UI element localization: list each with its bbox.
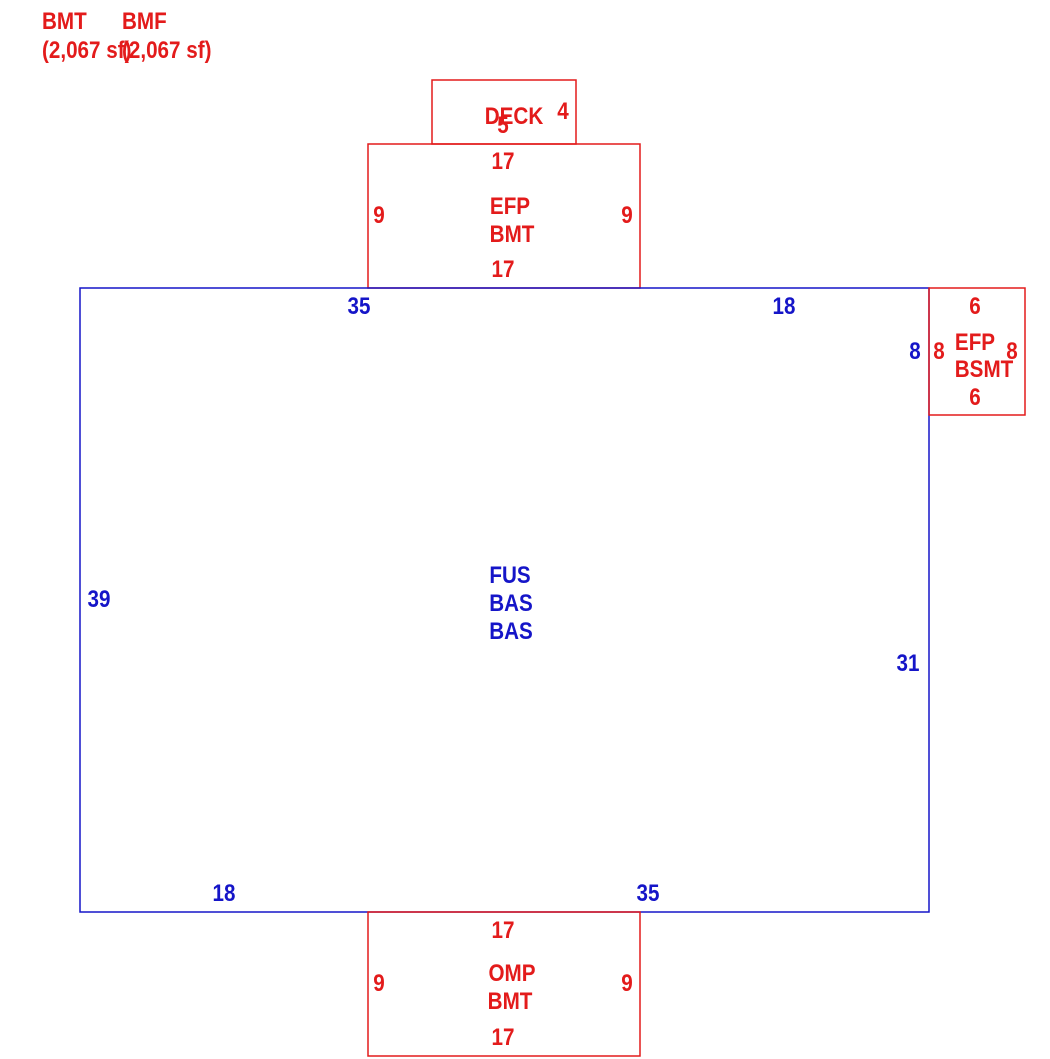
area-legend: BMT (2,067 sf) BMF (2,067 sf) (42, 8, 211, 64)
main-area: 35 18 8 39 31 FUS BAS BAS 18 35 (79, 287, 930, 913)
omp-label-2: BMT (488, 988, 533, 1015)
legend-code-bmf: BMF (122, 8, 167, 35)
legend-area-bmt: (2,067 sf) (42, 37, 131, 64)
main-dim-top-left: 35 (348, 293, 371, 320)
omp-dim-bottom: 17 (492, 1024, 515, 1051)
omp-bottom-outline (367, 911, 641, 1057)
efp-top-dim-top: 17 (492, 148, 515, 175)
deck-area: DECK 5 4 (431, 79, 577, 145)
efp-right-dim-left: 8 (933, 338, 944, 365)
efp-top-label-2: BMT (490, 221, 535, 248)
omp-label-1: OMP (489, 960, 536, 987)
omp-bottom-area: 17 OMP BMT 9 9 17 (367, 911, 641, 1057)
main-dim-left: 39 (88, 586, 111, 613)
main-label-3: BAS (489, 618, 533, 645)
efp-right-label-1: EFP (955, 329, 995, 356)
main-label-1: FUS (489, 562, 530, 589)
main-dim-bottom-left: 18 (213, 880, 236, 907)
omp-dim-top: 17 (492, 917, 515, 944)
efp-right-dim-bottom: 6 (969, 384, 980, 411)
efp-top-area: 17 EFP BMT 9 9 17 (367, 143, 641, 289)
deck-label: DECK (485, 103, 543, 130)
legend-code-bmt: BMT (42, 8, 87, 35)
legend-area-bmf: (2,067 sf) (122, 37, 211, 64)
main-dim-top-right: 18 (773, 293, 796, 320)
efp-right-dim-right: 8 (1006, 338, 1017, 365)
efp-top-dim-bottom: 17 (492, 256, 515, 283)
main-label-2: BAS (489, 590, 533, 617)
omp-dim-right: 9 (621, 970, 632, 997)
main-dim-right-lower: 31 (897, 650, 920, 677)
efp-right-label-2: BSMT (955, 356, 1014, 383)
efp-right-area: 6 8 EFP 8 BSMT 6 (928, 287, 1026, 416)
deck-dim-top: 5 (497, 112, 508, 139)
efp-right-outline (928, 287, 1026, 416)
omp-dim-left: 9 (373, 970, 384, 997)
main-dim-right-upper: 8 (909, 338, 920, 365)
efp-top-dim-left: 9 (373, 202, 384, 229)
efp-top-label-1: EFP (490, 193, 530, 220)
main-dim-bottom-right: 35 (637, 880, 660, 907)
efp-top-dim-right: 9 (621, 202, 632, 229)
efp-right-dim-top: 6 (969, 293, 980, 320)
deck-dim-right: 4 (557, 98, 569, 125)
